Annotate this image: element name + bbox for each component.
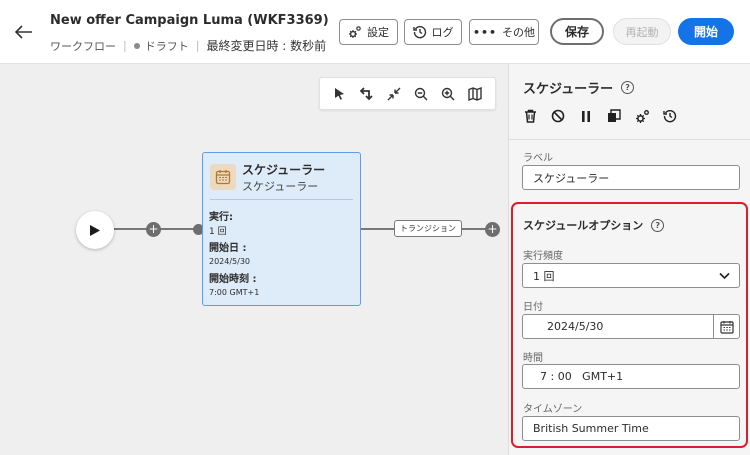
more-label: その他 <box>502 26 536 39</box>
panel-toolbar <box>521 107 679 125</box>
history-button[interactable] <box>661 107 679 125</box>
history-icon <box>663 109 677 123</box>
pause-icon <box>582 110 590 122</box>
schedule-options-highlight <box>511 202 748 448</box>
node-start-date-value: 2024/5/30 <box>209 257 251 266</box>
schedule-options-title-text: スケジュールオプション <box>523 219 644 232</box>
help-icon[interactable]: ? <box>621 81 635 94</box>
node-start-time-value: 7:00 GMT+1 <box>209 288 260 297</box>
start-button[interactable]: 開始 <box>678 18 734 45</box>
date-label: 日付 <box>523 302 543 313</box>
add-activity-button[interactable]: + <box>485 222 500 237</box>
gear-icon <box>349 26 361 38</box>
date-input[interactable]: 2024/5/30 <box>522 314 740 339</box>
transition-label[interactable]: トランジション <box>394 220 462 237</box>
pointer-icon <box>334 87 344 100</box>
disable-icon <box>551 109 565 123</box>
more-button[interactable]: ••• その他 <box>469 19 539 45</box>
date-value: 2024/5/30 <box>547 320 604 333</box>
canvas-toolbar <box>319 77 496 110</box>
status-dot-icon <box>133 42 140 49</box>
scheduler-node-icon <box>210 164 236 190</box>
rearrange-icon <box>359 86 373 100</box>
frequency-select[interactable]: 1 回 <box>522 263 740 288</box>
restart-button[interactable]: 再起動 <box>613 18 671 45</box>
zoom-out-icon <box>414 87 428 100</box>
label-input[interactable]: スケジューラー <box>522 165 740 190</box>
collapse-tool[interactable] <box>383 83 405 105</box>
back-button[interactable] <box>12 20 36 44</box>
collapse-icon <box>387 87 401 100</box>
date-picker-button[interactable] <box>713 315 739 338</box>
select-tool[interactable] <box>329 83 351 105</box>
pause-button[interactable] <box>577 107 595 125</box>
map-icon <box>468 86 483 101</box>
node-exec-value: 1 回 <box>209 227 227 237</box>
log-button[interactable]: ログ <box>404 19 462 45</box>
workflow-canvas[interactable]: + + スケジューラー スケジューラー 実行: 1 回 開始日 : 2024/5… <box>0 64 508 455</box>
chevron-down-icon <box>719 272 730 280</box>
settings-button[interactable]: 設定 <box>339 19 398 45</box>
panel-divider <box>509 139 750 140</box>
zoom-in-icon <box>442 87 455 100</box>
activity-settings-button[interactable] <box>633 107 651 125</box>
help-icon[interactable]: ? <box>651 218 665 232</box>
log-label: ログ <box>431 26 454 39</box>
scheduler-node[interactable]: スケジューラー スケジューラー 実行: 1 回 開始日 : 2024/5/30 … <box>202 152 361 306</box>
more-dots-icon: ••• <box>472 25 498 39</box>
workflow-type: ワークフロー <box>50 39 116 53</box>
meta-separator: | <box>123 39 127 52</box>
calendar-icon <box>719 320 734 334</box>
zoom-out-tool[interactable] <box>410 83 432 105</box>
history-icon <box>412 25 426 39</box>
node-title: スケジューラー <box>242 163 326 177</box>
timezone-input[interactable]: British Summer Time <box>522 416 740 441</box>
node-start-date-label: 開始日 : <box>209 243 247 254</box>
node-divider <box>210 199 353 200</box>
node-exec-label: 実行: <box>209 212 233 223</box>
label-field-label: ラベル <box>523 153 553 164</box>
arrow-left-icon <box>15 25 32 39</box>
delete-button[interactable] <box>521 107 539 125</box>
connector-arrow-icon <box>193 224 204 235</box>
play-icon <box>90 224 100 236</box>
workflow-title: New offer Campaign Luma (WKF3369) <box>50 13 329 28</box>
last-modified: 最終変更日時 : 数秒前 <box>206 39 327 53</box>
panel-title-text: スケジューラー <box>523 82 614 97</box>
trash-icon <box>524 109 536 123</box>
frequency-label: 実行頻度 <box>523 251 563 262</box>
zoom-in-tool[interactable] <box>437 83 459 105</box>
meta-separator: | <box>195 39 200 52</box>
calendar-icon <box>215 170 231 185</box>
map-tool[interactable] <box>464 83 486 105</box>
app-header: New offer Campaign Luma (WKF3369) ワークフロー… <box>0 0 750 64</box>
copy-icon <box>608 109 621 122</box>
panel-title: スケジューラー ? <box>523 78 635 97</box>
gear-icon <box>635 109 649 123</box>
node-start-time-label: 開始時刻 : <box>209 274 257 285</box>
settings-label: 設定 <box>367 26 389 39</box>
save-button[interactable]: 保存 <box>550 18 604 45</box>
timezone-label: タイムゾーン <box>523 404 583 415</box>
node-subtitle: スケジューラー <box>242 180 319 193</box>
frequency-value: 1 回 <box>533 269 555 283</box>
copy-button[interactable] <box>605 107 623 125</box>
add-activity-button[interactable]: + <box>146 222 161 237</box>
schedule-options-title: スケジュールオプション ? <box>523 217 665 233</box>
disable-button[interactable] <box>549 107 567 125</box>
rearrange-tool[interactable] <box>356 83 378 105</box>
time-label: 時間 <box>523 353 543 364</box>
start-node[interactable] <box>76 211 114 249</box>
time-input[interactable]: 7 : 00 GMT+1 <box>522 364 740 389</box>
properties-panel: スケジューラー ? ラベル スケジューラー スケジュールオプション ? 実行頻度… <box>508 64 750 455</box>
status-badge: ドラフト <box>144 39 189 53</box>
workflow-meta: ワークフロー | ドラフト | 最終変更日時 : 数秒前 <box>50 37 326 54</box>
